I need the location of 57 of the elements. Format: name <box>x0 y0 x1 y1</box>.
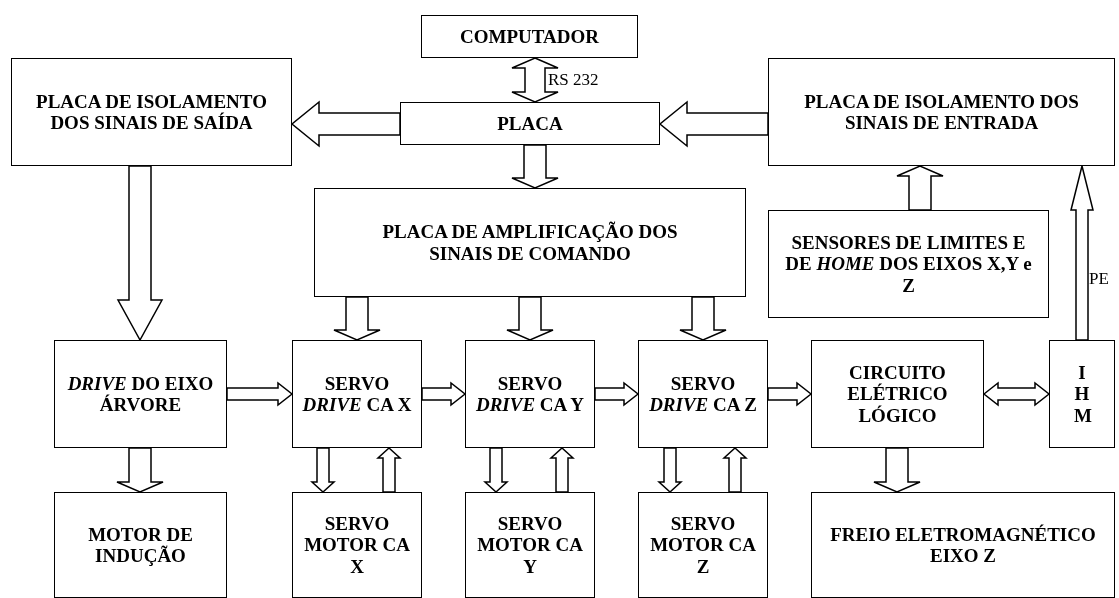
process-box <box>768 58 1115 166</box>
block-arrow <box>722 447 748 493</box>
block-arrow <box>421 381 467 407</box>
block-arrow <box>226 381 294 407</box>
process-box <box>54 492 227 598</box>
process-box <box>1049 340 1115 448</box>
block-arrow <box>658 100 769 148</box>
box-label: PLACA DE ISOLAMENTO DOS SINAIS DE ENTRADA <box>803 90 1080 134</box>
box-label: MOTOR DE INDUÇÃO <box>87 523 194 567</box>
process-box <box>638 492 768 598</box>
box-label: CIRCUITO ELÉTRICO LÓGICO <box>846 362 949 426</box>
box-label: FREIO ELETROMAGNÉTICO EIXO Z <box>829 523 1097 567</box>
block-arrow <box>483 447 509 493</box>
process-box <box>465 492 595 598</box>
box-label: I H M <box>1074 362 1090 426</box>
process-box <box>421 15 638 58</box>
block-arrow <box>333 296 381 341</box>
box-label: SERVO MOTOR CA X <box>303 513 411 577</box>
box-label: SERVO DRIVE CA Z <box>648 372 758 416</box>
box-label: PLACA DE AMPLIFICAÇÃO DOS SINAIS DE COMANDO <box>381 221 679 264</box>
block-arrow <box>594 381 640 407</box>
box-label: SERVO MOTOR CA Y <box>476 513 584 577</box>
block-arrow <box>376 447 402 493</box>
block-arrow <box>116 165 164 342</box>
block-arrow <box>290 100 401 148</box>
block-arrow <box>506 296 554 341</box>
process-box <box>314 188 746 297</box>
block-arrow <box>511 57 559 103</box>
process-box <box>465 340 595 448</box>
box-label: SERVO DRIVE CA Y <box>474 372 586 416</box>
block-arrow <box>873 447 921 493</box>
process-box <box>292 492 422 598</box>
process-box <box>11 58 292 166</box>
process-box <box>811 340 984 448</box>
block-arrow <box>1070 165 1094 341</box>
block-arrow <box>896 165 944 211</box>
process-box <box>638 340 768 448</box>
block-arrow <box>116 447 164 493</box>
box-label: PLACA DE ISOLAMENTO DOS SINAIS DE SAÍDA <box>35 90 268 134</box>
block-arrow <box>679 296 727 341</box>
box-label: SENSORES DE LIMITES E DE HOME DOS EIXOS X,Y e Z <box>784 232 1033 296</box>
process-box <box>400 102 660 145</box>
box-label: COMPUTADOR <box>460 25 599 48</box>
process-box <box>292 340 422 448</box>
box-label: SERVO DRIVE CA X <box>301 372 413 416</box>
process-box <box>768 210 1049 318</box>
block-arrow <box>549 447 575 493</box>
box-label: PLACA <box>497 112 563 135</box>
block-arrow <box>982 381 1051 407</box>
process-box <box>54 340 227 448</box>
block-arrow <box>511 144 559 189</box>
block-arrow <box>767 381 813 407</box>
process-box <box>811 492 1115 598</box>
block-arrow <box>657 447 683 493</box>
block-arrow <box>310 447 336 493</box>
box-label: SERVO MOTOR CA Z <box>649 513 757 577</box>
box-label: DRIVE DO EIXO ÁRVORE <box>66 372 215 416</box>
